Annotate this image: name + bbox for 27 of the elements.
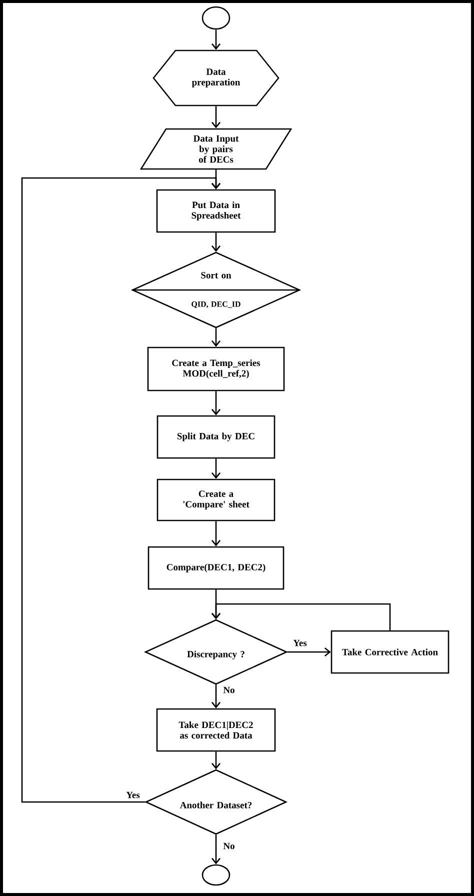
- process-box: Take Corrective Action: [330, 630, 450, 674]
- edge-label: Yes: [125, 790, 141, 800]
- process-box: Create a Temp_series MOD(cell_ref,2): [147, 346, 285, 392]
- arrow: [212, 521, 220, 546]
- arrow: [21, 177, 220, 803]
- arrow: [212, 603, 391, 630]
- process-box: Compare(DEC1, DEC2): [148, 546, 284, 590]
- arrow: [212, 328, 220, 347]
- process-box: Put Data in Spreadsheet: [156, 189, 276, 233]
- edge-label: No: [222, 686, 236, 694]
- arrow: [212, 106, 220, 128]
- arrow: [287, 648, 331, 657]
- process-box: Take DEC1|DEC2 as corrected Data: [156, 708, 276, 752]
- process-box: Split Data by DEC: [156, 415, 276, 459]
- arrow: [212, 834, 220, 864]
- arrow: [212, 458, 220, 479]
- terminator-circle: [202, 6, 230, 30]
- process-box: Create a 'Compare' sheet: [156, 478, 276, 522]
- edge-label: No: [222, 842, 236, 850]
- terminator-circle: [202, 864, 230, 886]
- arrow: [212, 752, 220, 770]
- arrow: [212, 391, 220, 416]
- edge-label: Yes: [292, 638, 308, 648]
- arrow: [212, 232, 220, 252]
- preparation-hexagon: Data preparation: [152, 50, 280, 106]
- arrow: [212, 30, 220, 50]
- arrow: [212, 684, 220, 708]
